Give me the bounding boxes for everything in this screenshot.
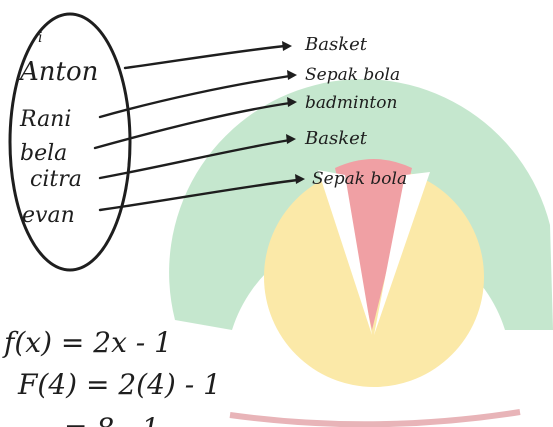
arrowhead-5 <box>295 174 305 184</box>
arrow-heads <box>282 41 305 184</box>
codomain-item-badminton: badminton <box>305 93 397 113</box>
equation-substitution: F(4) = 2(4) - 1 <box>17 368 221 401</box>
codomain-item-sepakbola-2: Sepak bola <box>312 169 407 189</box>
arrow-rani-to-sepakbola <box>98 74 292 119</box>
codomain-item-sepakbola-1: Sepak bola <box>305 65 400 85</box>
domain-item-bela: bela <box>20 141 67 166</box>
arrowhead-3 <box>287 97 297 107</box>
equation-function-definition: f(x) = 2x - 1 <box>2 326 172 359</box>
arrowhead-2 <box>287 70 297 80</box>
codomain-item-basket-2: Basket <box>304 128 368 149</box>
watermark-white-cut-left <box>318 170 372 335</box>
arrow-bela-to-badminton <box>93 101 292 150</box>
watermark-bottom-arc <box>229 409 521 427</box>
domain-item-citra: citra <box>30 167 82 192</box>
watermark-red-flame <box>335 159 412 330</box>
arrow-anton-to-basket <box>123 44 287 70</box>
equation-partial-result: = 8 - 1 <box>64 412 159 427</box>
arrow-evan-to-sepakbola <box>98 178 300 212</box>
watermark-logo <box>169 79 553 427</box>
domain-item-evan: evan <box>22 203 75 228</box>
arrowhead-4 <box>286 134 296 144</box>
watermark-white-cut-right <box>374 172 430 335</box>
domain-item-anton: Anton <box>18 57 98 87</box>
domain-index-mark: i <box>38 30 42 46</box>
domain-item-rani: Rani <box>19 107 71 132</box>
mapping-arrows <box>93 44 300 212</box>
arrowhead-1 <box>282 41 292 51</box>
domain-oval <box>8 12 132 272</box>
arrow-citra-to-basket <box>98 138 292 180</box>
codomain-item-basket-1: Basket <box>304 34 368 55</box>
